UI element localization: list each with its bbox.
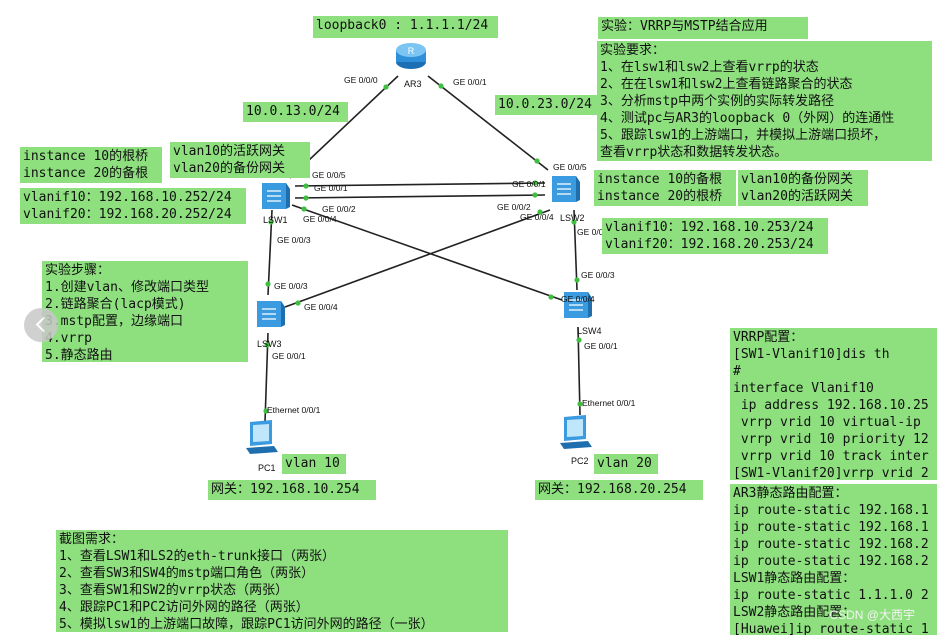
port-label: GE 0/0/1 — [453, 77, 487, 87]
lsw1-vlanif: vlanif10：192.168.10.252/24 vlanif20：192.… — [20, 188, 246, 224]
lsw2-gateway-role: vlan10的备份网关 vlan20的活跃网关 — [738, 170, 868, 206]
port-label: Ethernet 0/0/1 — [582, 398, 636, 408]
watermark: CSDN @大西宇 — [829, 608, 915, 622]
port-dot — [263, 408, 269, 414]
port-dot — [577, 401, 583, 407]
device-label-ar3: AR3 — [404, 79, 422, 89]
link-lsw1-lsw2-1 — [294, 182, 546, 187]
port-dot — [303, 183, 309, 189]
port-label: GE 0/0/3 — [277, 235, 311, 245]
port-label: GE 0/0/2 — [322, 204, 356, 214]
link-lsw1-lsw4 — [291, 204, 563, 301]
port-dot — [532, 192, 538, 198]
port-label: GE 0/0/4 — [303, 214, 337, 224]
port-label: GE 0/0/1 — [272, 351, 306, 361]
port-dot — [534, 158, 540, 164]
port-dot — [268, 219, 274, 225]
port-dot — [532, 180, 538, 186]
pc-icon[interactable] — [242, 418, 282, 458]
port-label: GE 0/0/4 — [561, 294, 595, 304]
device-label-lsw2: LSW2 — [560, 213, 585, 223]
switch-icon[interactable] — [251, 295, 287, 329]
port-label: GE 0/0/0 — [344, 75, 378, 85]
subnet-13-label: 10.0.13.0/24 — [243, 102, 348, 122]
screenshot-requirements: 截图需求： 1、查看LSW1和LS2的eth-trunk接口（两张） 2、查看S… — [56, 530, 508, 632]
port-dot — [303, 195, 309, 201]
port-label: Ethernet 0/0/1 — [267, 405, 321, 415]
port-dot — [295, 300, 301, 306]
port-label: GE 0/0/5 — [312, 170, 346, 180]
link-lsw2-lsw3 — [284, 209, 551, 308]
experiment-steps: 实验步骤： 1.创建vlan、修改端口类型 2.链路聚合(lacp模式) 3.m… — [42, 261, 248, 362]
lsw1-gateway-role: vlan10的活跃网关 vlan20的备份网关 — [170, 142, 310, 178]
vrrp-config: VRRP配置： [SW1-Vlanif10]dis th # interface… — [730, 328, 937, 480]
lsw2-vlanif: vlanif10：192.168.10.253/24 vlanif20：192.… — [602, 218, 828, 254]
router-icon[interactable]: R — [394, 38, 428, 72]
port-dot — [548, 294, 554, 300]
device-label-lsw4: LSW4 — [577, 326, 602, 336]
port-dot — [383, 84, 389, 90]
pc1-vlan-label: vlan 10 — [282, 454, 346, 474]
pc2-gateway-label: 网关：192.168.20.254 — [535, 480, 703, 500]
pc2-vlan-label: vlan 20 — [594, 454, 658, 474]
lsw2-instance-role: instance 10的备根 instance 20的根桥 — [594, 170, 736, 206]
device-label-pc1: PC1 — [258, 463, 276, 473]
port-dot — [576, 337, 582, 343]
port-label: GE 0/0/1 — [584, 341, 618, 351]
port-dot — [265, 281, 271, 287]
port-label: GE 0/0/5 — [553, 162, 587, 172]
link-ar3-lsw2 — [427, 75, 549, 171]
port-label: GE 0/0/3 — [274, 281, 308, 291]
device-label-lsw3: LSW3 — [257, 339, 282, 349]
port-label: GE 0/0/3 — [581, 270, 615, 280]
device-label-pc2: PC2 — [571, 456, 589, 466]
link-lsw1-lsw2-2 — [294, 194, 546, 199]
link-lsw3-pc1 — [264, 332, 269, 423]
switch-icon[interactable] — [256, 177, 292, 211]
pc-icon[interactable] — [556, 413, 596, 453]
port-label: GE 0/0/1 — [314, 183, 348, 193]
port-label: GE 0/0/2 — [497, 202, 531, 212]
static-route-config: AR3静态路由配置： ip route-static 192.168.1 ip … — [730, 484, 937, 635]
pc1-gateway-label: 网关：192.168.10.254 — [208, 480, 376, 500]
subnet-23-label: 10.0.23.0/24 — [495, 95, 597, 115]
port-dot — [537, 209, 543, 215]
loopback-note: loopback0 : 1.1.1.1/24 — [313, 16, 498, 38]
device-label-lsw1: LSW1 — [263, 215, 288, 225]
port-label: GE 0/0/1 — [512, 179, 546, 189]
port-dot — [301, 206, 307, 212]
experiment-requirements: 实验要求： 1、在lsw1和lsw2上查看vrrp的状态 2、在在lsw1和ls… — [597, 41, 932, 161]
switch-icon[interactable] — [558, 286, 594, 320]
port-label: GE 0/0/3 — [577, 227, 611, 237]
switch-icon[interactable] — [546, 170, 582, 204]
port-dot — [438, 83, 444, 89]
svg-text:R: R — [408, 46, 415, 56]
previous-arrow-icon[interactable] — [24, 308, 58, 342]
experiment-title: 实验：VRRP与MSTP结合应用 — [598, 17, 808, 39]
port-dot — [571, 219, 577, 225]
port-dot — [264, 342, 270, 348]
port-dot — [574, 277, 580, 283]
lsw1-instance-role: instance 10的根桥 instance 20的备根 — [20, 147, 162, 183]
port-label: GE 0/0/4 — [304, 302, 338, 312]
port-label: GE 0/0/4 — [520, 212, 554, 222]
